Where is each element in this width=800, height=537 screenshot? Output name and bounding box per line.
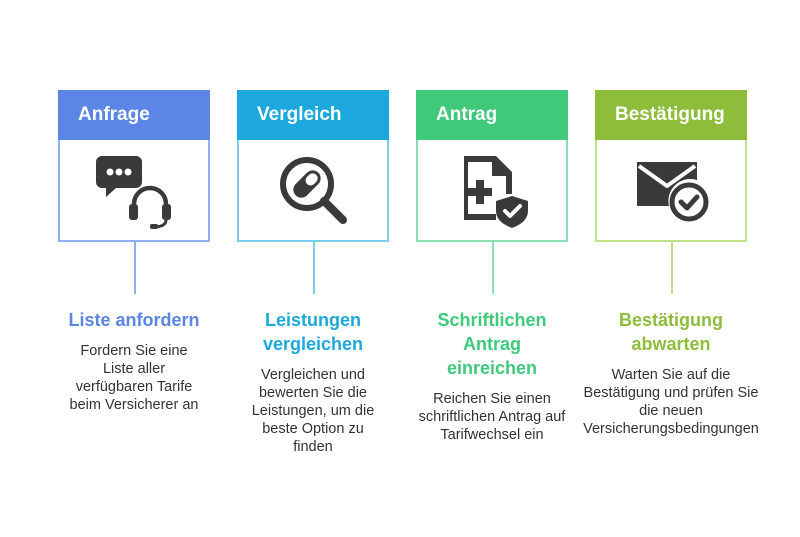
envelope-check-icon: [631, 150, 711, 230]
step-antrag: Antrag: [416, 90, 568, 242]
connector-line: [313, 242, 315, 294]
connector-line: [134, 242, 136, 294]
connector-line: [671, 242, 673, 294]
step-card: [58, 140, 210, 242]
chat-headset-icon: [94, 150, 174, 230]
step-title: Bestätigung abwarten: [618, 310, 723, 354]
step-bestaetigung: Bestätigung: [595, 90, 747, 242]
step-header: Anfrage: [58, 90, 210, 140]
caption-vergleich: Leistungen vergleichen Vergleichen und b…: [218, 308, 408, 456]
medical-document-shield-icon: [452, 150, 532, 230]
caption-bestaetigung: Bestätigung abwarten Warten Sie auf die …: [576, 308, 766, 438]
step-description: Warten Sie auf die Bestätigung und prüfe…: [583, 367, 759, 437]
step-header: Antrag: [416, 90, 568, 140]
step-vergleich: Vergleich: [237, 90, 389, 242]
step-description: Fordern Sie eine Liste aller verfügbaren…: [69, 343, 199, 413]
step-description: Reichen Sie einen schriftlichen Antrag a…: [418, 391, 566, 443]
step-header: Vergleich: [237, 90, 389, 140]
connector-line: [492, 242, 494, 294]
caption-anfrage: Liste anfordern Fordern Sie eine Liste a…: [39, 308, 229, 414]
step-card: [237, 140, 389, 242]
step-title: Liste anfordern: [68, 310, 200, 330]
step-header: Bestätigung: [595, 90, 747, 140]
step-anfrage: Anfrage: [58, 90, 210, 242]
step-title: Leistungen vergleichen: [262, 310, 364, 354]
step-card: [595, 140, 747, 242]
step-description: Vergleichen und bewerten Sie die Leistun…: [251, 367, 375, 455]
caption-antrag: Schriftlichen Antrag einreichen Reichen …: [397, 308, 587, 444]
step-card: [416, 140, 568, 242]
step-title: Schriftlichen Antrag einreichen: [437, 310, 547, 378]
magnifier-pill-icon: [273, 150, 353, 230]
